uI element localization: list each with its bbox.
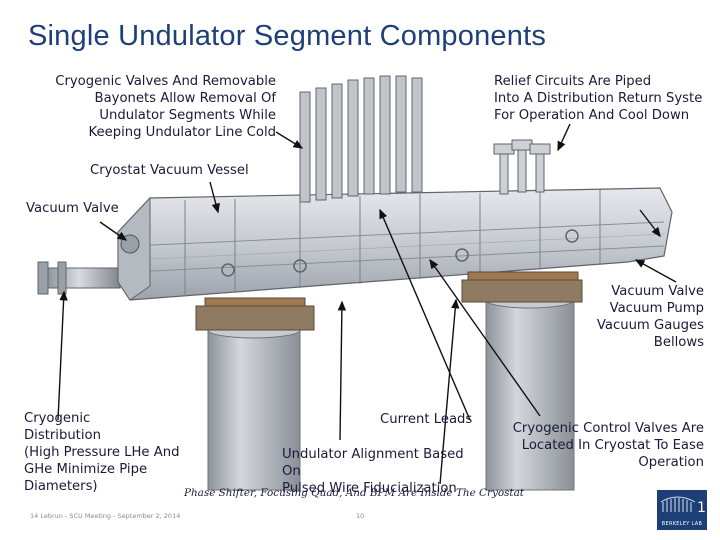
beam-pipe-left <box>37 261 121 295</box>
relief-valves <box>493 139 551 195</box>
svg-text:11: 11 <box>697 500 707 516</box>
label-current-leads: Current Leads <box>380 412 473 427</box>
leader-arrows <box>57 123 677 485</box>
label-cryogenic-control-valves: Cryogenic Control Valves Are Located In … <box>512 421 704 470</box>
undulator-cradle <box>204 271 579 307</box>
lifting-eyes <box>221 229 579 277</box>
label-undulator-alignment: Undulator Alignment Based On Pulsed Wire… <box>282 447 464 496</box>
label-cryogenic-distribution: Cryogenic Distribution (High Pressure LH… <box>24 411 180 494</box>
berkeley-lab-logo: 11 BERKELEY LAB <box>657 490 715 530</box>
label-vacuum-components: Vacuum Valve Vacuum Pump Vacuum Gauges B… <box>596 284 704 350</box>
label-vacuum-valve: Vacuum Valve <box>26 201 119 216</box>
current-leads <box>299 75 423 203</box>
label-cryogenic-valves: Cryogenic Valves And Removable Bayonets … <box>55 74 276 140</box>
label-cryostat-vacuum-vessel: Cryostat Vacuum Vessel <box>90 163 249 178</box>
label-phase-shifter-note: Phase Shifter, Focusing Quad, And BPM Ar… <box>184 487 524 499</box>
label-relief-circuits: Relief Circuits Are Piped Into A Distrib… <box>494 74 703 123</box>
logo-text: BERKELEY LAB <box>661 521 703 527</box>
page-title: Single Undulator Segment Components <box>28 20 547 52</box>
footer-citation: 14 Lebrun - SCU Meeting - September 2, 2… <box>30 512 181 520</box>
footer-page-number: 10 <box>356 512 365 520</box>
right-pedestal <box>461 279 583 491</box>
logo-mark-icon: 11 <box>660 496 715 516</box>
